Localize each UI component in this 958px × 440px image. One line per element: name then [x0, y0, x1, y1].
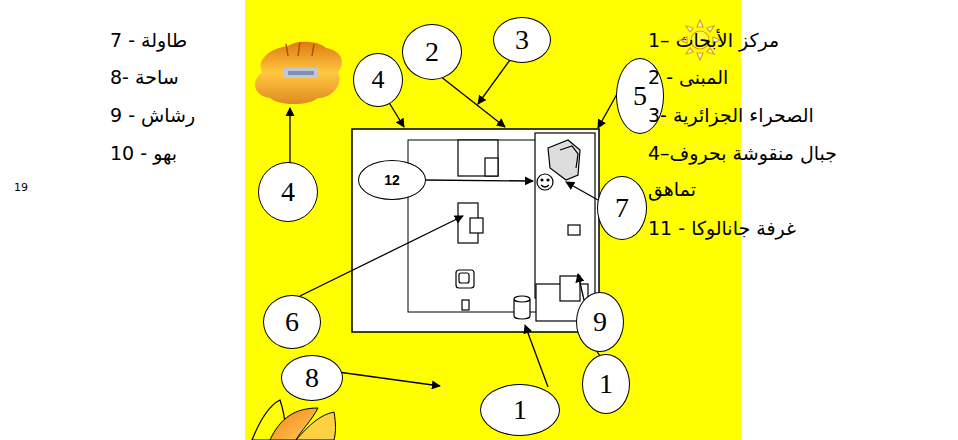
- callout-number: 9: [593, 308, 607, 336]
- callout-circle: 4: [258, 162, 318, 222]
- callout-number: 1: [513, 396, 527, 424]
- person-icon: [537, 174, 553, 190]
- furniture: [456, 140, 588, 321]
- mountain-icon: [255, 42, 342, 104]
- callout-number: 4: [372, 67, 385, 93]
- callout-circle: 2: [402, 24, 462, 80]
- legend-label: 10 - بهو: [110, 135, 177, 171]
- callout-circle: 6: [263, 295, 321, 349]
- legend-label: 2 - المبنى: [648, 59, 728, 95]
- callout-number: 5: [633, 82, 647, 110]
- callout-number: 6: [285, 308, 299, 336]
- dune-icon: [252, 400, 336, 440]
- callout-circle: 7: [597, 176, 647, 240]
- legend-label: 3- الصحراء الجزائرية: [648, 97, 814, 133]
- callout-circle: 9: [576, 292, 624, 352]
- callout-number: 12: [384, 173, 400, 187]
- callout-circle: 1: [582, 354, 630, 414]
- callout-number: 2: [425, 38, 439, 66]
- callout-number: 4: [281, 178, 295, 206]
- callout-circle: 8: [281, 355, 343, 401]
- legend-label: 9 - رشاش: [110, 97, 195, 133]
- legend-label: 4–جبال منقوشة بحروف تماهق: [648, 135, 883, 207]
- legend-label: 1– مركز الأبحاث: [648, 22, 779, 58]
- callout-number: 1: [599, 370, 613, 398]
- callout-circle: 1: [480, 384, 560, 436]
- leader-lines: [290, 60, 626, 387]
- legend-label: 11 - غرفة جانالوكا: [648, 210, 796, 246]
- callout-circle: 12: [358, 160, 426, 200]
- callout-circle: 3: [493, 17, 551, 63]
- callout-number: 3: [515, 26, 529, 54]
- legend-label: 7 - طاولة: [110, 22, 187, 58]
- callout-number: 7: [615, 194, 629, 222]
- page-number: 19: [14, 178, 28, 199]
- room: [535, 133, 595, 298]
- research-center: [352, 129, 599, 332]
- callout-number: 8: [305, 364, 319, 392]
- legend-label: 8- ساحة: [110, 59, 179, 95]
- callout-circle: 4: [353, 53, 403, 107]
